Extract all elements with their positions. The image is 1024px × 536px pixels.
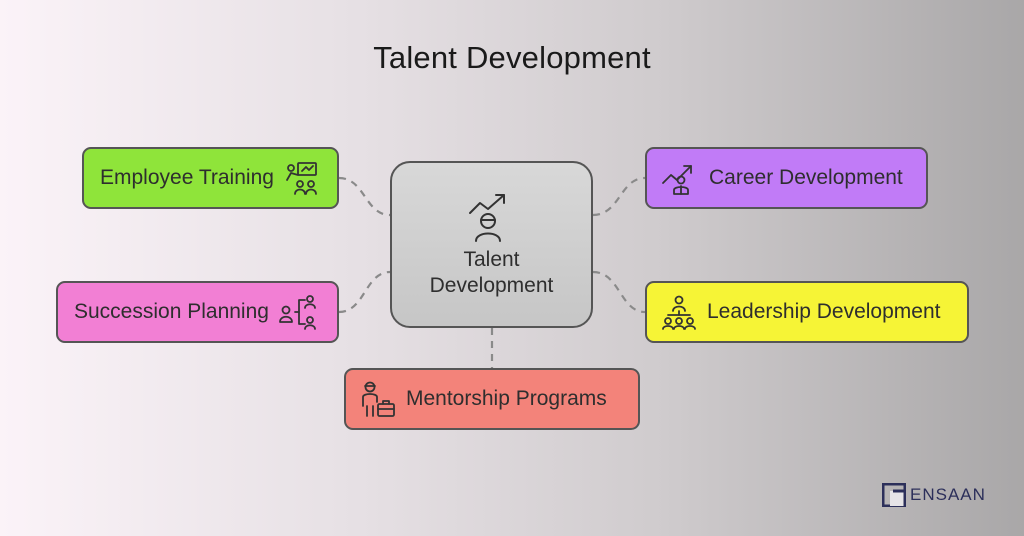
employee-training-label: Employee Training xyxy=(100,166,274,189)
center-label: Talent Development xyxy=(429,247,554,297)
connector-employee-training xyxy=(338,176,391,217)
career-development-node: Career Development xyxy=(645,147,928,209)
leadership-development-label: Leadership Development xyxy=(707,300,941,323)
connector-leadership-development xyxy=(592,270,646,314)
growth-person-icon xyxy=(468,193,505,242)
mentorship-programs-node: Mentorship Programs xyxy=(344,368,640,430)
leader-team-icon xyxy=(662,295,696,330)
training-presentation-icon xyxy=(286,162,317,195)
succession-hierarchy-icon xyxy=(279,295,316,330)
employee-training-node: Employee Training xyxy=(82,147,339,209)
diagram-title: Talent Development xyxy=(373,40,651,75)
succession-planning-node: Succession Planning xyxy=(56,281,339,343)
mentorship-programs-label: Mentorship Programs xyxy=(406,387,607,410)
succession-planning-label: Succession Planning xyxy=(74,300,269,323)
ensaan-logo-icon xyxy=(882,483,906,507)
ensaan-logo: ENSAAN xyxy=(882,483,986,507)
leadership-development-node: Leadership Development xyxy=(645,281,969,343)
logo-text: ENSAAN xyxy=(910,485,986,504)
connector-career-development xyxy=(592,176,646,217)
career-growth-icon xyxy=(662,165,692,195)
mentor-briefcase-icon xyxy=(362,381,395,417)
center-node: Talent Development xyxy=(390,161,593,328)
connector-succession-planning xyxy=(338,270,391,314)
career-development-label: Career Development xyxy=(709,166,903,189)
